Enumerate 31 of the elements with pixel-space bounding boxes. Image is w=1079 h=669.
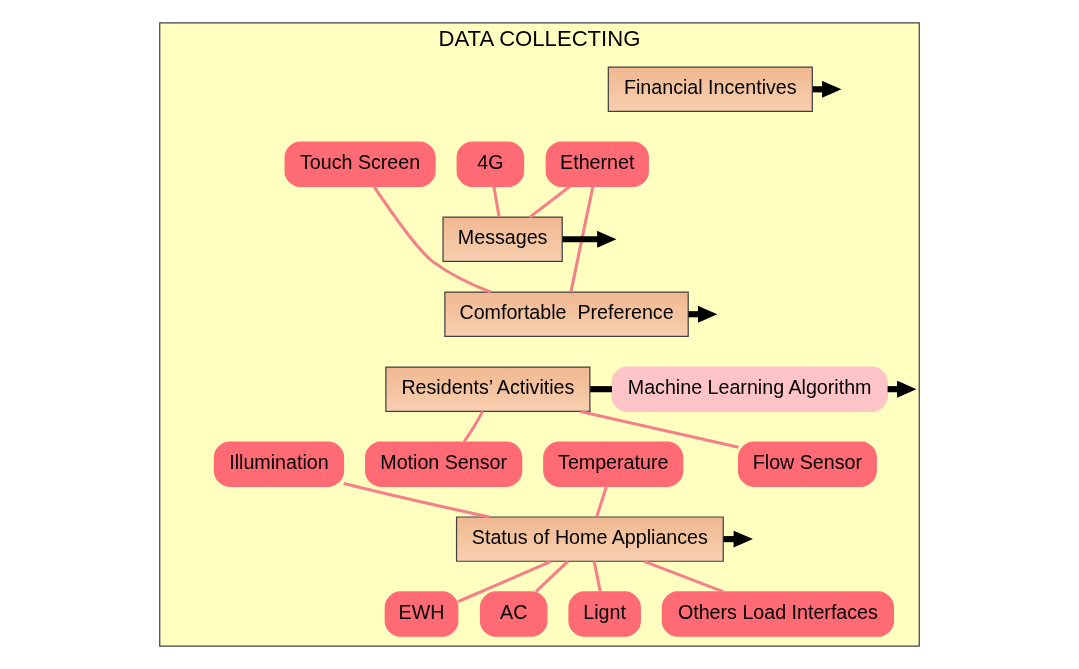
- node-box: Status of Home Appliances: [455, 516, 724, 562]
- connector: [372, 185, 491, 294]
- connector: [457, 559, 552, 603]
- connector: [462, 410, 485, 443]
- node-box: Residents’ Activities: [385, 366, 591, 412]
- node-box: Illumination: [213, 441, 345, 487]
- node-box: Temperature: [543, 441, 684, 487]
- node-box: Flow Sensor: [737, 441, 877, 487]
- node-box: Lignt: [568, 591, 641, 637]
- node-box: Touch Screen: [284, 141, 436, 188]
- connector: [492, 186, 501, 218]
- node-box: Others Load Interfaces: [661, 591, 895, 637]
- node-box: Machine Learning Algorithm: [611, 366, 888, 412]
- node-box: Motion Sensor: [365, 441, 523, 487]
- connector: [343, 481, 490, 519]
- arrow: [562, 230, 617, 248]
- connector: [643, 559, 725, 594]
- node-box: Messages: [442, 216, 563, 262]
- connector: [579, 409, 739, 449]
- node-box: Ethernet: [545, 141, 649, 188]
- node-box: 4G: [456, 141, 525, 188]
- node-box: Financial Incentives: [607, 66, 813, 113]
- connector: [569, 186, 595, 293]
- node-box: AC: [479, 591, 548, 637]
- node-box: EWH: [384, 591, 459, 637]
- connector: [590, 386, 612, 393]
- connector: [529, 185, 571, 219]
- connector: [595, 485, 608, 518]
- node-box: Comfortable Preference: [444, 291, 689, 337]
- connector: [592, 561, 602, 592]
- connector: [534, 560, 569, 593]
